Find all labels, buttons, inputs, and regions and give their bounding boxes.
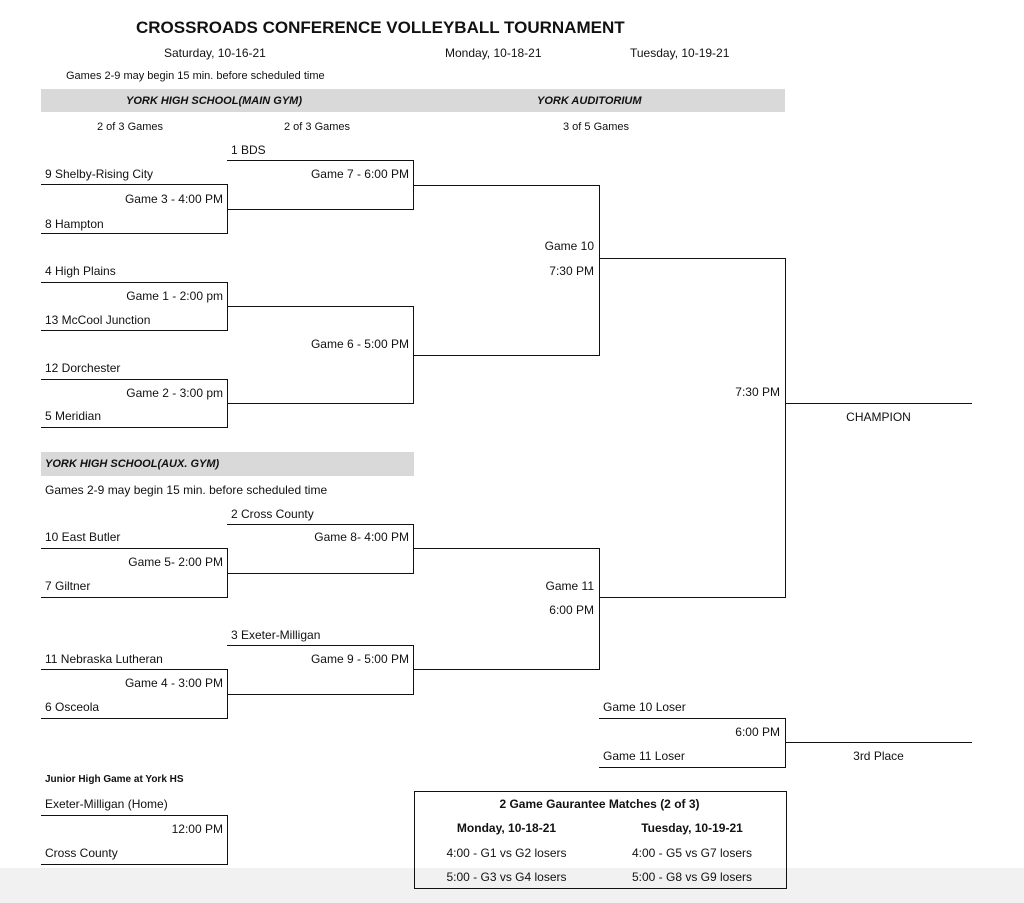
page-bottom-shadow bbox=[0, 868, 1024, 903]
game-2-label: Game 2 - 3:00 pm bbox=[126, 386, 223, 400]
bracket-line bbox=[227, 403, 414, 404]
bracket-line bbox=[413, 669, 600, 670]
game-7-label: Game 7 - 6:00 PM bbox=[310, 167, 409, 181]
venue-aux-gym: YORK HIGH SCHOOL(AUX. GYM) bbox=[45, 458, 220, 470]
team-5-meridian: 5 Meridian bbox=[45, 409, 102, 423]
guarantee-monday-head: Monday, 10-18-21 bbox=[456, 821, 557, 835]
page-title: CROSSROADS CONFERENCE VOLLEYBALL TOURNAM… bbox=[136, 18, 625, 37]
game-10-label: Game 10 bbox=[544, 239, 594, 253]
team-13-mccool-junction: 13 McCool Junction bbox=[45, 313, 151, 327]
bracket-line bbox=[227, 694, 414, 695]
bracket-line bbox=[785, 718, 786, 768]
bracket-line bbox=[599, 185, 600, 356]
bracket-line bbox=[599, 597, 786, 598]
game-10-loser: Game 10 Loser bbox=[603, 700, 686, 714]
game-3-label: Game 3 - 4:00 PM bbox=[124, 192, 223, 206]
team-7-giltner: 7 Giltner bbox=[45, 579, 91, 593]
team-11-nebraska-lutheran: 11 Nebraska Lutheran bbox=[45, 652, 163, 666]
bracket-line bbox=[413, 645, 414, 695]
bracket-line bbox=[227, 524, 414, 525]
guarantee-tuesday-head: Tuesday, 10-19-21 bbox=[641, 821, 743, 835]
junior-high-away: Cross County bbox=[45, 846, 118, 860]
game-8-label: Game 8- 4:00 PM bbox=[314, 530, 409, 544]
guarantee-monday-1: 4:00 - G1 vs G2 losers bbox=[446, 846, 567, 860]
game-5-label: Game 5- 2:00 PM bbox=[128, 555, 223, 569]
game-4-label: Game 4 - 3:00 PM bbox=[124, 676, 223, 690]
third-place-label: 3rd Place bbox=[853, 749, 904, 763]
bracket-line bbox=[41, 718, 228, 719]
team-9-shelby-rising-city: 9 Shelby-Rising City bbox=[45, 167, 154, 181]
bracket-line bbox=[599, 718, 786, 719]
bracket-line bbox=[227, 306, 414, 307]
game-11-loser: Game 11 Loser bbox=[603, 749, 685, 763]
champion-line bbox=[785, 403, 972, 404]
bracket-line bbox=[785, 258, 786, 598]
venue-band-aux bbox=[41, 452, 414, 476]
venue-auditorium: YORK AUDITORIUM bbox=[537, 95, 642, 107]
bracket-line bbox=[413, 548, 600, 549]
game-11-label: Game 11 bbox=[545, 579, 594, 593]
bracket-line bbox=[41, 282, 228, 283]
team-1-bds: 1 BDS bbox=[231, 143, 266, 157]
game-11-time: 6:00 PM bbox=[549, 603, 594, 617]
venue-main-gym: YORK HIGH SCHOOL(MAIN GYM) bbox=[126, 95, 302, 107]
bracket-line bbox=[227, 645, 414, 646]
guarantee-monday-2: 5:00 - G3 vs G4 losers bbox=[446, 870, 567, 884]
guarantee-tuesday-1: 4:00 - G5 vs G7 losers bbox=[631, 846, 753, 860]
final-time: 7:30 PM bbox=[735, 385, 780, 399]
bracket-line bbox=[41, 548, 228, 549]
bracket-line bbox=[41, 864, 228, 865]
date-saturday: Saturday, 10-16-21 bbox=[164, 46, 266, 60]
aux-early-start-note: Games 2-9 may begin 15 min. before sched… bbox=[45, 483, 328, 497]
game-6-label: Game 6 - 5:00 PM bbox=[310, 337, 409, 351]
bracket-line bbox=[41, 184, 228, 185]
team-6-osceola: 6 Osceola bbox=[45, 700, 100, 714]
bracket-line bbox=[413, 355, 600, 356]
format-round2: 2 of 3 Games bbox=[284, 121, 351, 133]
guarantee-tuesday-2: 5:00 - G8 vs G9 losers bbox=[631, 870, 753, 884]
team-12-dorchester: 12 Dorchester bbox=[45, 361, 121, 375]
junior-high-title: Junior High Game at York HS bbox=[45, 774, 184, 785]
game-9-label: Game 9 - 5:00 PM bbox=[310, 652, 409, 666]
bracket-line bbox=[227, 209, 414, 210]
bracket-line bbox=[41, 379, 228, 380]
early-start-note: Games 2-9 may begin 15 min. before sched… bbox=[66, 70, 325, 82]
bracket-line bbox=[41, 669, 228, 670]
game-10-time: 7:30 PM bbox=[549, 264, 594, 278]
bracket-line bbox=[413, 185, 600, 186]
third-place-line bbox=[785, 742, 972, 743]
bracket-line bbox=[227, 160, 414, 161]
format-round1: 2 of 3 Games bbox=[97, 121, 164, 133]
game-1-label: Game 1 - 2:00 pm bbox=[126, 289, 223, 303]
junior-high-time: 12:00 PM bbox=[171, 822, 223, 836]
bracket-line bbox=[41, 815, 228, 816]
team-2-cross-county: 2 Cross County bbox=[231, 507, 314, 521]
guarantee-title: 2 Game Gaurantee Matches (2 of 3) bbox=[499, 797, 700, 811]
team-4-high-plains: 4 High Plains bbox=[45, 264, 116, 278]
date-tuesday: Tuesday, 10-19-21 bbox=[630, 46, 730, 60]
team-3-exeter-milligan: 3 Exeter-Milligan bbox=[231, 628, 321, 642]
bracket-line bbox=[41, 427, 228, 428]
bracket-line bbox=[599, 767, 786, 768]
bracket-line bbox=[41, 233, 228, 234]
third-place-time: 6:00 PM bbox=[735, 725, 780, 739]
team-8-hampton: 8 Hampton bbox=[45, 217, 104, 231]
team-10-east-butler: 10 East Butler bbox=[45, 530, 121, 544]
junior-high-home: Exeter-Milligan (Home) bbox=[45, 797, 168, 811]
date-monday: Monday, 10-18-21 bbox=[445, 46, 542, 60]
guarantee-box bbox=[414, 791, 787, 889]
venue-band-main bbox=[41, 89, 785, 112]
bracket-line bbox=[41, 597, 228, 598]
champion-label: CHAMPION bbox=[846, 410, 911, 424]
bracket-line bbox=[599, 258, 786, 259]
bracket-line bbox=[227, 815, 228, 865]
format-semis: 3 of 5 Games bbox=[563, 121, 630, 133]
bracket-line bbox=[41, 330, 228, 331]
bracket-line bbox=[227, 573, 414, 574]
bracket-line bbox=[599, 548, 600, 670]
bracket-line bbox=[413, 524, 414, 574]
